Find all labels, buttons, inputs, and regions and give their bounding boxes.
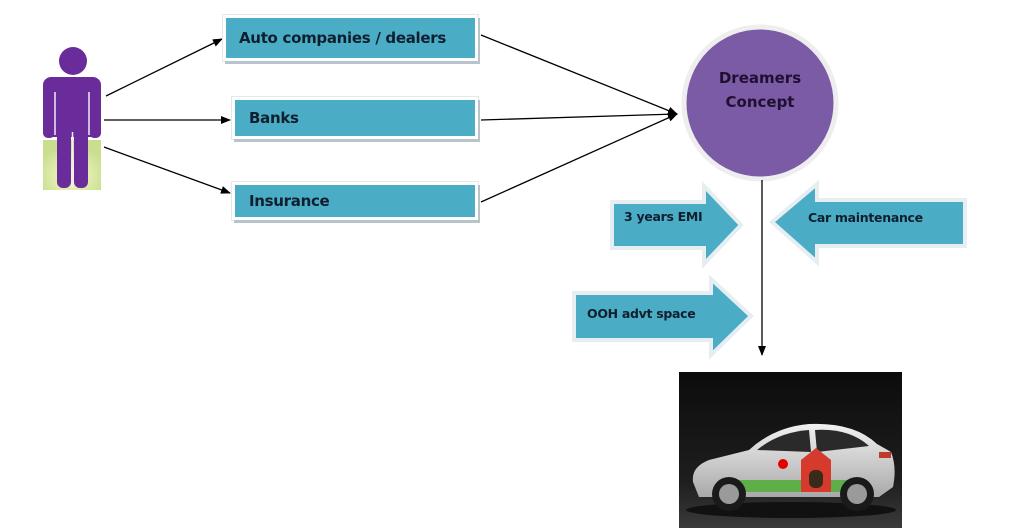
hub-circle	[681, 24, 839, 182]
box-banks-label: Banks	[249, 109, 299, 127]
connector-person-insurance	[103, 146, 231, 194]
connector-insurance-hub	[480, 113, 678, 203]
hub-label: Dreamers Concept	[686, 66, 834, 114]
hub-label-line2: Concept	[725, 93, 795, 111]
box-auto-companies: Auto companies / dealers	[223, 15, 478, 61]
connector-auto-hub	[480, 34, 678, 115]
maintenance-label: Car maintenance	[808, 210, 923, 225]
block-arrow-ooh	[572, 274, 754, 360]
box-banks: Banks	[232, 97, 478, 139]
box-auto-companies-label: Auto companies / dealers	[239, 29, 446, 47]
box-insurance: Insurance	[232, 182, 478, 220]
connector-banks-hub	[480, 110, 678, 121]
ooh-label: OOH advt space	[587, 306, 696, 321]
branded-car-image	[679, 372, 902, 528]
box-insurance-label: Insurance	[249, 192, 330, 210]
connector-person-auto	[105, 38, 223, 97]
person-icon	[43, 47, 101, 190]
block-arrow-maintenance	[768, 179, 967, 267]
block-arrow-emi	[610, 180, 744, 270]
emi-label: 3 years EMI	[624, 209, 703, 224]
hub-label-line1: Dreamers	[718, 69, 802, 87]
